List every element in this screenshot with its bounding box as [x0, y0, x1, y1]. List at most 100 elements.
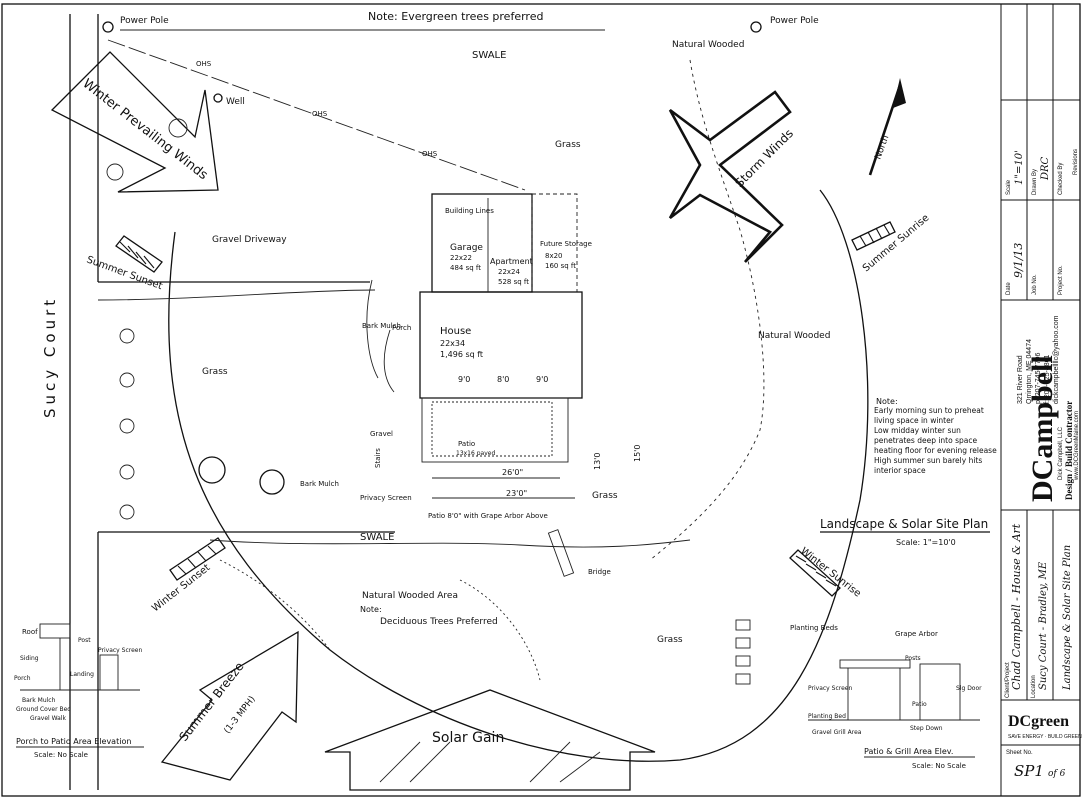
swale-bottom-line	[209, 539, 691, 548]
porch-elev-scale: Scale: No Scale	[34, 751, 88, 759]
roadside-trees	[119, 328, 285, 520]
house-area: 1,496 sq ft	[440, 350, 483, 359]
swale-top-label: SWALE	[472, 50, 506, 61]
porch-elev-gravel: Gravel Walk	[30, 715, 67, 722]
wooded-edge-right	[649, 59, 765, 561]
overhead-service-line	[107, 39, 526, 191]
deciduous-note-title: Note:	[360, 605, 382, 614]
winter-winds-arrow: Winter Prevailing Winds	[50, 51, 219, 193]
lot-boundary	[69, 14, 605, 790]
swale-arc	[168, 189, 869, 762]
evergreen-note: Note: Evergreen trees preferred	[368, 10, 543, 23]
bridge: Bridge	[547, 529, 611, 577]
power-pole-right-icon	[750, 21, 762, 33]
solar-notes: Note: Early morning sun to preheat livin…	[874, 397, 997, 475]
ohs-label-2: OHS	[312, 110, 328, 118]
dim-15-label: 15'0	[633, 445, 642, 462]
ohs-label-1: OHS	[196, 60, 212, 68]
winter-winds-label: Winter Prevailing Winds	[80, 76, 211, 183]
sheet-border	[1, 3, 1081, 797]
solar-note-2: Low midday winter sun penetrates deep in…	[874, 426, 997, 455]
summer-breeze-label: Summer Breeze	[176, 660, 246, 744]
building-footprint	[419, 193, 583, 463]
house-title: House	[440, 326, 471, 337]
tb-tagline: Design / Build Contractor	[1064, 401, 1074, 500]
house-span-1: 9'0	[458, 375, 470, 384]
summer-breeze-arrow: Summer Breeze (1-3 MPH)	[160, 630, 299, 781]
apartment-area: 528 sq ft	[498, 278, 529, 286]
grass-label-2: Grass	[202, 367, 228, 377]
storm-winds-arrow: Storm Winds	[668, 90, 796, 263]
grill-elevation-inset: Grape Arbor Posts Privacy Screen Patio S…	[808, 630, 982, 770]
tb-date-label: Date	[1006, 282, 1012, 295]
summer-sunrise-marker: Summer Sunrise	[851, 213, 931, 274]
winter-sunset-marker: Winter Sunset	[150, 537, 226, 614]
dim-23-label: 23'0"	[506, 489, 527, 498]
porch-elev-roof: Roof	[22, 628, 38, 636]
winter-sunrise-label: Winter Sunrise	[798, 546, 863, 600]
house-span-3: 9'0	[536, 375, 548, 384]
tb-client-label: Client/Project	[1005, 662, 1011, 698]
tb-location-label: Location	[1031, 675, 1037, 698]
tb-address1: 321 River Road	[1017, 355, 1024, 404]
grass-label-1: Grass	[555, 140, 581, 150]
grill-elev-scale: Scale: No Scale	[912, 762, 966, 770]
porch-elevation-inset: Roof Post Siding Privacy Screen Porch La…	[14, 623, 144, 759]
porch-elev-landing: Landing	[70, 671, 94, 678]
tb-email: dickcampbellllc@yahoo.com	[1053, 315, 1060, 404]
grill-elev-title: Patio & Grill Area Elev.	[864, 747, 953, 756]
well-icon	[213, 93, 223, 103]
tb-company-sub: Dick Campbell, LLC	[1058, 426, 1064, 480]
gravel-driveway-label: Gravel Driveway	[212, 235, 287, 245]
garage-dims: 22x22	[450, 254, 472, 262]
grill-elev-bed: Planting Bed	[808, 713, 846, 720]
tb-scale-value: 1"=10'	[1014, 150, 1025, 185]
tb-scale-label: Scale	[1006, 179, 1012, 195]
future-storage-area: 160 sq ft	[545, 262, 576, 270]
future-storage-title: Future Storage	[540, 240, 592, 248]
summer-breeze-speed: (1-3 MPH)	[222, 695, 257, 736]
tb-fax: f: 207-825-4861	[1044, 354, 1051, 404]
grass-label-3: Grass	[592, 491, 618, 501]
power-pole-left-icon	[102, 21, 114, 33]
house-span-2: 8'0	[497, 375, 509, 384]
tb-job-label: Job No.	[1032, 274, 1038, 295]
tb-green-tagline: SAVE ENERGY · BUILD GREEN	[1008, 734, 1082, 740]
tb-drawn-value: DRC	[1040, 156, 1051, 181]
tb-sheet-value: SP1	[1014, 762, 1044, 780]
porch-elev-privacy: Privacy Screen	[98, 647, 142, 654]
tb-address2: Orrington, ME 04474	[1026, 339, 1033, 404]
solar-notes-title: Note:	[876, 397, 898, 406]
stairs-label: Stairs	[374, 448, 382, 468]
porch-elev-porch: Porch	[14, 675, 31, 682]
natural-wooded-top-label: Natural Wooded	[672, 40, 744, 50]
future-storage-dims: 8x20	[545, 252, 563, 260]
power-pole-right-label: Power Pole	[770, 16, 819, 26]
porch-bed	[366, 279, 395, 393]
tb-client-value: Chad Campbell - House & Art	[1010, 523, 1023, 690]
tb-date-value: 9/1/13	[1012, 243, 1025, 278]
bark-mulch-label-2: Bark Mulch	[300, 480, 339, 488]
garage-title: Garage	[450, 243, 483, 253]
title-block: Revisions Scale 1"=10' Drawn By DRC Chec…	[1000, 4, 1082, 796]
planting-beds: Planting Beds	[735, 619, 838, 685]
patio-title: Patio	[458, 440, 475, 448]
patio-dims: 13x16 paved	[456, 450, 495, 457]
bridge-label: Bridge	[588, 568, 611, 576]
privacy-screen-label: Privacy Screen	[360, 494, 412, 502]
apartment-dims: 22x24	[498, 268, 521, 276]
tb-drawn-label: Drawn By	[1032, 169, 1038, 195]
dim-26-label: 26'0"	[502, 468, 523, 477]
apartment-title: Apartment	[490, 257, 533, 266]
north-arrow-label: North	[873, 134, 891, 161]
winter-sunrise-marker: Winter Sunrise	[789, 546, 863, 600]
solar-gain-label: Solar Gain	[432, 730, 504, 746]
summer-sunset-marker: Summer Sunset	[85, 235, 164, 292]
house-dims: 22x34	[440, 339, 465, 348]
tb-location-value: Sucy Court - Bradley, ME	[1038, 561, 1049, 690]
well-label: Well	[226, 97, 245, 107]
building-lines-label: Building Lines	[445, 207, 494, 215]
power-pole-left-label: Power Pole	[120, 16, 169, 26]
summer-sunset-label: Summer Sunset	[85, 254, 164, 292]
